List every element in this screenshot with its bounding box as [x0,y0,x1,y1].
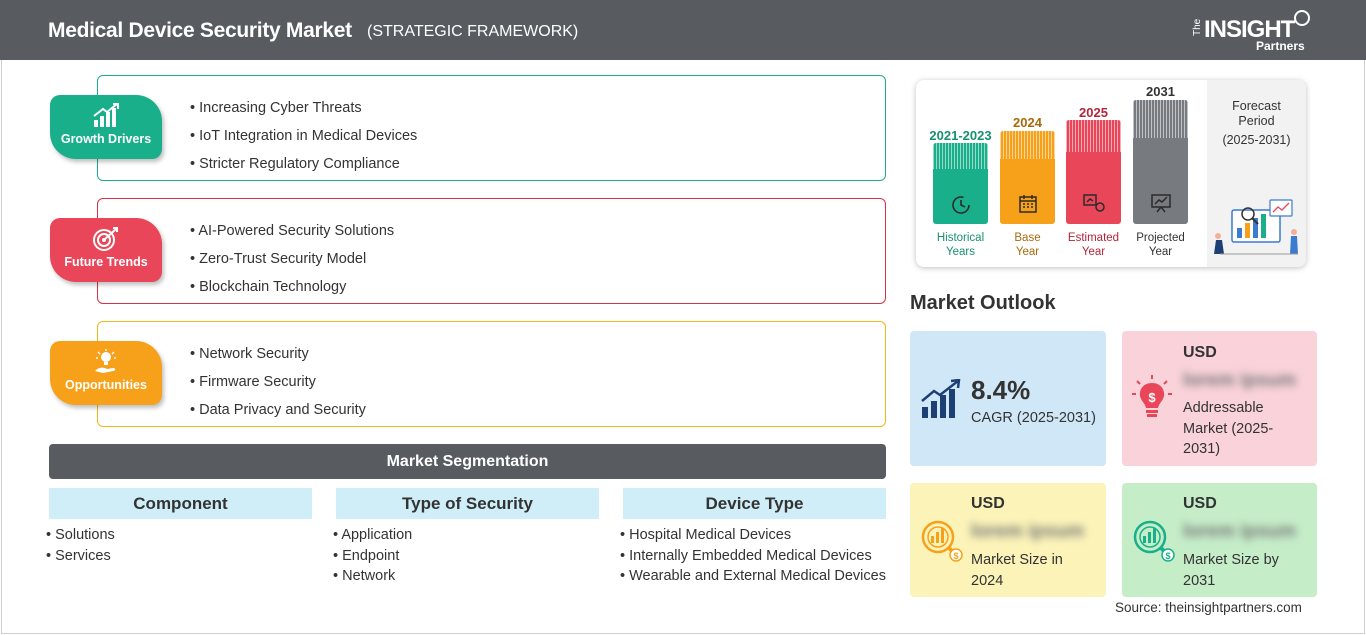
list-item: Application [333,525,599,546]
money-bulb-icon: $ [1132,375,1172,417]
content-frame [1,60,1365,634]
opportunities-box: Network Security Firmware Security Data … [97,321,886,427]
svg-text:$: $ [953,551,958,561]
list-item: Hospital Medical Devices [620,525,886,546]
list-item: Stricter Regulatory Compliance [190,150,417,178]
timeline-bar-base [1000,131,1055,224]
list-item: Zero-Trust Security Model [190,245,394,273]
segment-type-of-security: Type of Security Application Endpoint Ne… [336,488,599,587]
list-item: AI-Powered Security Solutions [190,217,394,245]
list-item: Wearable and External Medical Devices [620,566,886,587]
list-item: Internally Embedded Medical Devices [620,546,886,567]
market-outlook-title: Market Outlook [910,292,1056,314]
blurred-value: lorem ipsum [971,521,1084,542]
market-size-2024-card: $ USD lorem ipsum Market Size in 2024 [910,483,1106,597]
list-item: Network [333,566,599,587]
timeline-bar-projected [1133,100,1188,224]
blurred-value: lorem ipsum [1183,521,1296,542]
addressable-label: Addressable Market (2025- 2031) [1183,400,1274,457]
page-subtitle: (STRATEGIC FRAMEWORK) [367,23,579,40]
blurred-value: lorem ipsum [1183,370,1296,391]
analyst-illustration-icon [1214,199,1298,255]
list-item: Blockchain Technology [190,273,394,301]
list-item: Network Security [190,340,366,368]
timeline-year: 2031 [1146,84,1175,99]
cagr-card: 8.4% CAGR (2025-2031) [910,331,1106,466]
presentation-board-icon [1150,194,1171,213]
clock-history-icon [951,196,970,214]
money-growth-icon: $ [1133,520,1175,562]
timeline-bar-estimated [1066,120,1121,224]
opportunities-badge: Opportunities [50,341,162,405]
segment-title: Type of Security [336,488,599,519]
cagr-label: CAGR (2025-2031) [971,410,1096,426]
calendar-icon [1018,195,1037,213]
target-icon [93,227,118,251]
currency-label: USD [1183,495,1217,512]
badge-label: Growth Drivers [60,132,152,146]
list-item: Increasing Cyber Threats [190,94,417,122]
forecast-period-label: Forecast Period (2025-2031) [1222,99,1291,147]
addressable-market-card: $ USD lorem ipsum Addressable Market (20… [1122,331,1317,466]
segmentation-header: Market Segmentation [49,444,886,479]
future-trends-badge: Future Trends [50,218,162,282]
list-item: Solutions [46,525,312,546]
cagr-value: 8.4% [971,375,1031,405]
growth-drivers-badge: Growth Drivers [50,95,162,159]
growth-chart-icon [93,103,119,127]
segment-title: Component [49,488,312,519]
timeline-year: 2021-2023 [929,128,992,143]
timeline-year: 2025 [1079,105,1108,120]
list-item: IoT Integration in Medical Devices [190,122,417,150]
estimate-gear-icon [1082,194,1105,212]
money-growth-icon: $ [921,520,963,562]
growth-drivers-box: Increasing Cyber Threats IoT Integration… [97,75,886,181]
timeline-year: 2024 [1013,115,1042,130]
lightbulb-hand-icon [95,349,116,373]
timeline-bar-historical [933,143,988,224]
segment-component: Component Solutions Services [49,488,312,566]
list-item: Endpoint [333,546,599,567]
segment-title: Device Type [623,488,886,519]
header-bar: Medical Device Security Market (STRATEGI… [0,0,1366,60]
market-size-2031-card: $ USD lorem ipsum Market Size by 2031 [1122,483,1317,597]
badge-label: Future Trends [64,255,148,269]
insight-partners-logo: The INSIGHT Partners [1190,8,1320,54]
segment-device-type: Device Type Hospital Medical Devices Int… [623,488,886,587]
currency-label: USD [1183,344,1217,361]
svg-text:$: $ [1165,551,1170,561]
market-size-2024-label: Market Size in 2024 [971,552,1063,589]
growth-chart-icon [921,379,961,418]
svg-text:$: $ [1148,390,1156,405]
list-item: Firmware Security [190,368,366,396]
page-title: Medical Device Security Market [48,19,352,42]
future-trends-box: AI-Powered Security Solutions Zero-Trust… [97,198,886,304]
badge-label: Opportunities [65,378,147,392]
market-size-2031-label: Market Size by 2031 [1183,552,1279,589]
currency-label: USD [971,495,1005,512]
list-item: Services [46,546,312,567]
source-credit: Source: theinsightpartners.com [1115,600,1302,615]
list-item: Data Privacy and Security [190,396,366,424]
